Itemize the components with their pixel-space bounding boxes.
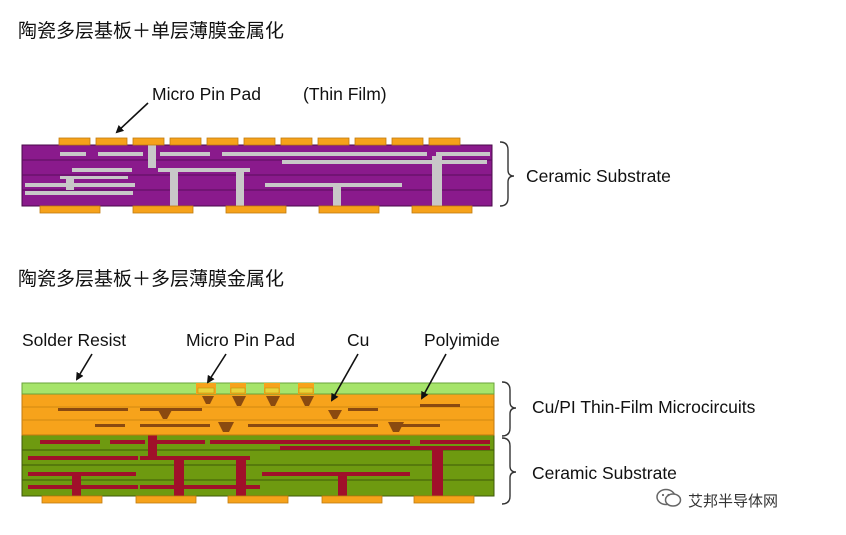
wechat-icon bbox=[656, 488, 682, 512]
vias-2 bbox=[72, 435, 443, 496]
diagram2-heading: 陶瓷多层基板＋多层薄膜金属化 bbox=[18, 268, 285, 290]
diagram1 bbox=[21, 102, 515, 214]
micro-pin-pads-1 bbox=[58, 137, 461, 146]
diagram1-heading: 陶瓷多层基板＋单层薄膜金属化 bbox=[18, 20, 285, 42]
internal-traces-2 bbox=[28, 440, 490, 489]
cu-pi-thin-film bbox=[21, 393, 495, 436]
bottom-pads-2 bbox=[41, 495, 475, 504]
watermark-text: 艾邦半导体网 bbox=[688, 491, 779, 510]
solder-resist-layer bbox=[21, 382, 495, 395]
diagram2-cu-label: Cu bbox=[347, 330, 370, 350]
solder-arrow bbox=[75, 353, 93, 381]
pi-layer-lines bbox=[22, 406, 494, 421]
polyimide-arrow bbox=[421, 353, 447, 400]
vias-1 bbox=[66, 145, 442, 206]
diagram2-substrate-label: Ceramic Substrate bbox=[532, 463, 677, 483]
substrate-brace-2 bbox=[501, 437, 517, 505]
watermark: 艾邦半导体网 bbox=[656, 488, 778, 512]
diagram2-polyimide-label: Polyimide bbox=[424, 330, 500, 350]
bottom-pads-1 bbox=[39, 205, 473, 214]
diagram1-pad-label: Micro Pin Pad bbox=[152, 84, 261, 104]
diagram2-pad-label: Micro Pin Pad bbox=[186, 330, 295, 350]
micro-pin-pads-2 bbox=[197, 387, 314, 394]
thinfilm-brace bbox=[501, 381, 517, 437]
cu-arrow bbox=[331, 353, 359, 402]
diagram2-solder-label: Solder Resist bbox=[22, 330, 127, 350]
pad-arrow-2 bbox=[206, 353, 227, 384]
thin-film-cu-vias bbox=[158, 396, 404, 432]
diagram2-thinfilm-label: Cu/PI Thin-Film Microcircuits bbox=[532, 397, 756, 417]
diagram1-substrate-label: Ceramic Substrate bbox=[526, 166, 671, 186]
thin-film-cu-traces bbox=[58, 404, 460, 427]
substrate-brace-1 bbox=[499, 141, 515, 207]
pad-arrow-1 bbox=[115, 102, 149, 134]
diagram2 bbox=[21, 353, 517, 505]
diagram1-thinfilm-label: (Thin Film) bbox=[303, 84, 387, 104]
